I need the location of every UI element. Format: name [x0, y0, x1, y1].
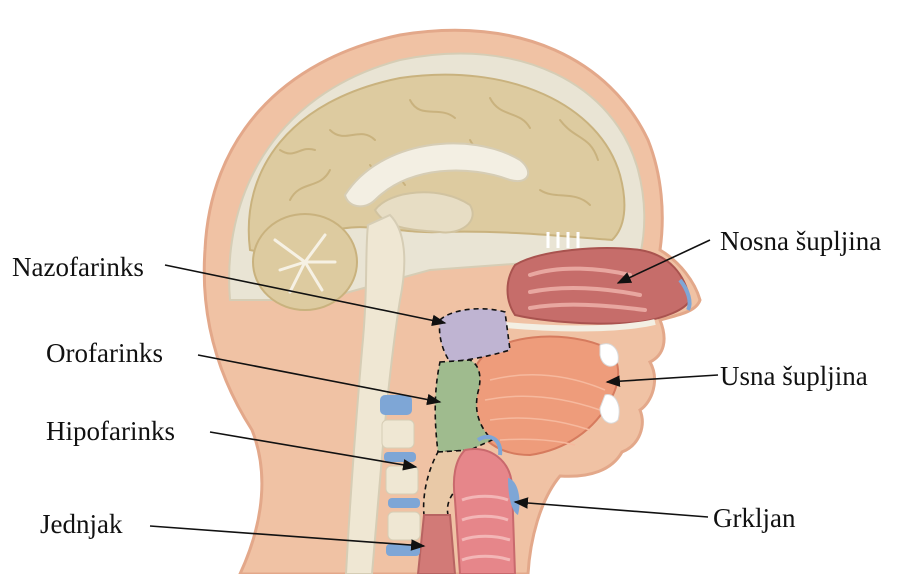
- label-usna-supljina: Usna šupljina: [720, 361, 868, 391]
- esophagus: [418, 515, 455, 574]
- label-nazofarinks: Nazofarinks: [12, 252, 144, 282]
- nasal-cavity: [508, 248, 691, 323]
- label-grkljan: Grkljan: [713, 503, 796, 533]
- label-jednjak: Jednjak: [40, 509, 123, 539]
- label-hipofarinks: Hipofarinks: [46, 416, 175, 446]
- leader-grkljan: [515, 502, 708, 517]
- label-orofarinks: Orofarinks: [46, 338, 163, 368]
- label-nosna-supljina: Nosna šupljina: [720, 226, 881, 256]
